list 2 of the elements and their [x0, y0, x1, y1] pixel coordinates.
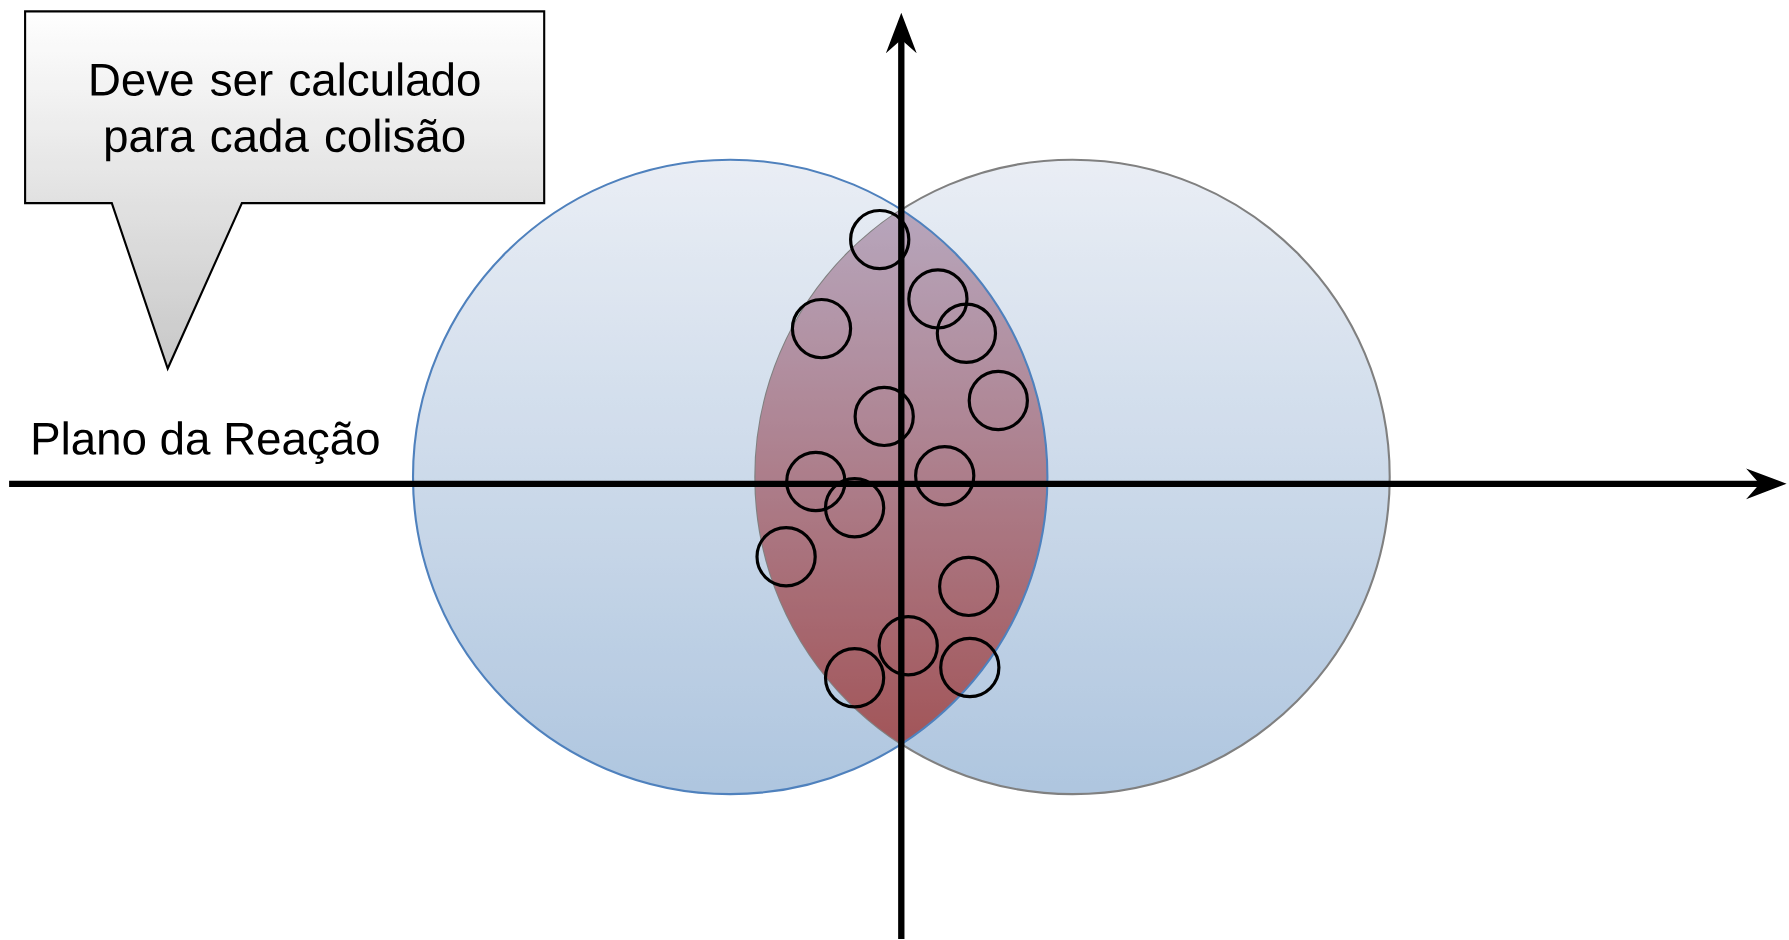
callout-bubble: Deve ser calculado para cada colisão: [24, 10, 546, 372]
axis-label: Plano da Reação: [33, 421, 379, 465]
